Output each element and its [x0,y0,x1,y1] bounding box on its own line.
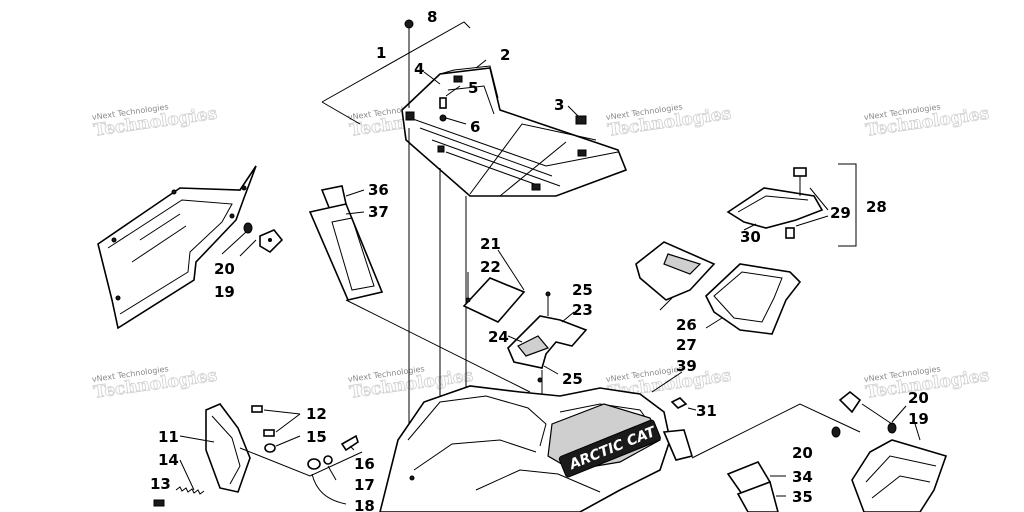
fastener-icon [409,475,415,481]
spring-icon [175,486,205,495]
nut-icon [323,455,333,465]
bolt-icon [251,405,263,413]
callout-24: 24 [488,328,509,346]
callout-4: 4 [414,60,424,78]
decal-34-35 [726,461,786,512]
bushing-icon [575,115,587,125]
headlight-housing [153,403,363,507]
bushing-icon [453,75,463,83]
washer-icon [307,458,321,470]
spacer-icon [439,97,447,109]
callout-26: 26 [676,316,697,334]
decal-36-37 [308,185,531,393]
callout-2: 2 [500,46,510,64]
callout-29: 29 [830,204,851,222]
callout-20-right: 20 [792,444,813,462]
nut-icon [439,114,447,122]
bolt-icon [153,499,165,507]
callout-18: 18 [354,497,375,512]
callout-5: 5 [468,79,478,97]
callout-15: 15 [306,428,327,446]
callout-37: 37 [368,203,389,221]
callout-labels: 1 2 3 4 5 6 8 36 37 20 19 21 22 25 23 24… [150,8,929,512]
bolt-icon [263,429,275,437]
callout-20-right-top: 20 [908,389,929,407]
right-side-panel [831,390,948,512]
callout-30: 30 [740,228,761,246]
watermark: Technologies vNext Technologies [605,102,733,141]
callout-22: 22 [480,258,501,276]
grommet-icon [243,222,253,234]
front-fender: ARCTIC CAT [379,371,861,512]
callout-19-left: 19 [214,283,235,301]
fastener-icon [115,295,121,301]
callout-39: 39 [676,357,697,375]
cover-plate-assembly [462,249,588,512]
callout-19-right: 19 [908,410,929,428]
bolt-icon [340,434,359,452]
callout-27: 27 [676,336,697,354]
callout-35: 35 [792,488,813,506]
latch-icon [793,167,807,177]
storage-lid [726,163,857,247]
callout-20-left: 20 [214,260,235,278]
screw-icon [465,297,471,303]
callout-28: 28 [866,198,887,216]
latch-icon [785,227,795,239]
grommet-icon [887,422,897,434]
callout-12: 12 [306,405,327,423]
left-side-panel [97,165,284,330]
callout-31: 31 [696,402,717,420]
callout-21: 21 [480,235,501,253]
watermark: Technologies vNext Technologies [91,102,219,141]
callout-8: 8 [427,8,437,26]
fastener-icon [537,377,543,383]
bushing-icon [531,183,541,191]
callout-17: 17 [354,476,375,494]
fastener-icon [241,185,247,191]
fastener-icon [171,189,177,195]
rivet-icon [670,397,688,409]
callout-36: 36 [368,181,389,199]
screw-icon [404,19,414,29]
callout-16: 16 [354,455,375,473]
storage-tray [635,241,802,335]
callout-13: 13 [150,475,171,493]
fastener-icon [111,237,117,243]
washer-icon [264,443,276,453]
callout-23: 23 [572,301,593,319]
callout-6: 6 [470,118,480,136]
watermark: Technologies vNext Technologies [91,364,219,403]
callout-34: 34 [792,468,813,486]
screw-icon [545,291,551,297]
grommet-icon [831,426,841,438]
fastener-icon [229,213,235,219]
callout-25-bottom: 25 [562,370,583,388]
bushing-icon [437,145,445,153]
bushing-icon [577,149,587,157]
washer-icon [838,390,862,414]
callout-1: 1 [376,44,386,62]
watermark: Technologies vNext Technologies [863,102,991,141]
callout-3: 3 [554,96,564,114]
bushing-icon [405,111,415,121]
callout-14: 14 [158,451,179,469]
callout-25-top: 25 [572,281,593,299]
callout-11: 11 [158,428,179,446]
